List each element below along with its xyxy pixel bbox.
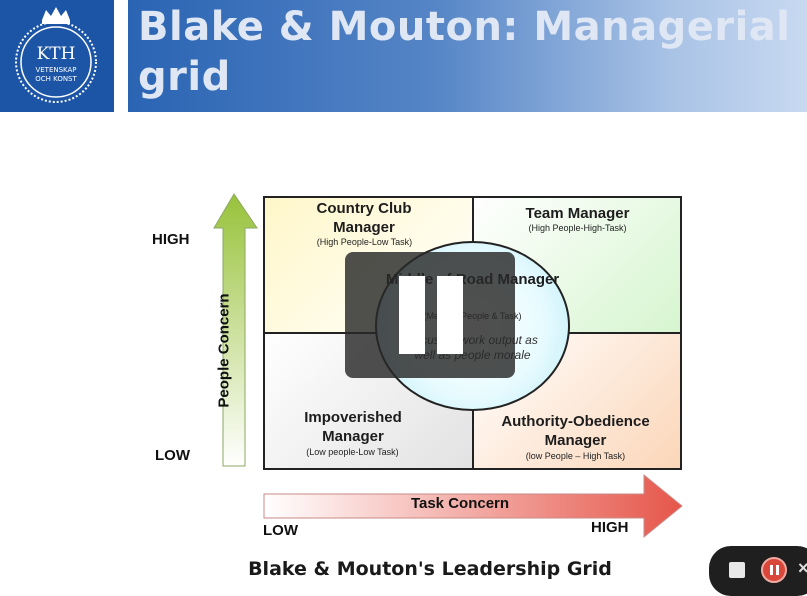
x-axis-label: Task Concern bbox=[410, 495, 510, 512]
people-concern-arrow bbox=[213, 193, 258, 467]
x-axis-high: HIGH bbox=[591, 519, 629, 536]
country-club-sub: (High People-Low Task) bbox=[316, 237, 413, 247]
team-title: Team Manager bbox=[525, 205, 630, 222]
kth-logo: KTH VETENSKAP OCH KONST bbox=[0, 0, 114, 112]
title-bar: Blake & Mouton: Managerial grid bbox=[128, 0, 807, 112]
kth-seal-icon: KTH VETENSKAP OCH KONST bbox=[15, 7, 97, 103]
stop-icon[interactable] bbox=[729, 562, 745, 578]
impoverished-sub: (Low people-Low Task) bbox=[306, 447, 399, 457]
slide-title: Blake & Mouton: Managerial grid bbox=[138, 4, 791, 100]
x-axis-low: LOW bbox=[263, 522, 298, 539]
logo-subtext-1: VETENSKAP bbox=[35, 66, 76, 74]
y-axis-label: People Concern bbox=[215, 293, 233, 408]
y-axis-high: HIGH bbox=[152, 231, 190, 248]
task-concern-arrow bbox=[263, 473, 683, 539]
country-club-title: Country Club Manager bbox=[316, 200, 412, 236]
authority-sub: (low People – High Task) bbox=[525, 451, 626, 461]
logo-text: KTH bbox=[37, 44, 76, 64]
recording-controls: × bbox=[709, 546, 807, 596]
logo-subtext-2: OCH KONST bbox=[35, 75, 77, 83]
slide-caption: Blake & Mouton's Leadership Grid bbox=[248, 558, 612, 580]
y-axis-low: LOW bbox=[155, 447, 190, 464]
grid-frame bbox=[263, 196, 682, 470]
video-pause-overlay[interactable] bbox=[345, 252, 515, 378]
pause-record-button[interactable] bbox=[761, 557, 787, 583]
authority-title: Authority-Obedience Manager bbox=[501, 413, 650, 449]
impoverished-title: Impoverished Manager bbox=[304, 409, 402, 445]
team-sub: (High People-High-Task) bbox=[528, 223, 627, 233]
close-icon[interactable]: × bbox=[798, 558, 807, 578]
